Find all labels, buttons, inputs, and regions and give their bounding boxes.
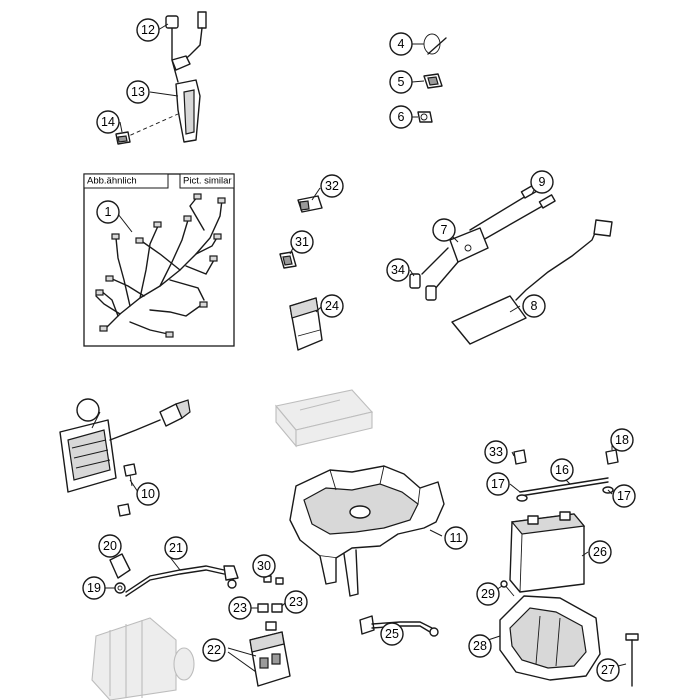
part-5-clip	[423, 73, 443, 89]
callout-30: 30	[252, 554, 276, 578]
part-26-battery	[509, 511, 586, 593]
part-20-cap	[109, 553, 131, 579]
callout-31-label: 31	[295, 235, 309, 249]
callout-16-label: 16	[555, 463, 569, 477]
harness-frame: Abb.ähnlich Pict. similar	[83, 173, 235, 347]
callout-34: 34	[386, 258, 410, 282]
callout-7: 7	[432, 218, 456, 242]
callout-16: 16	[550, 458, 574, 482]
callout-14: 14	[96, 110, 120, 134]
part-10-screws	[117, 463, 137, 517]
callout-18: 18	[610, 428, 634, 452]
callout-8-label: 8	[531, 299, 538, 313]
part-24-relay	[289, 297, 323, 351]
callout-27: 27	[596, 658, 620, 682]
part-7-fuse-holder	[409, 227, 489, 301]
callout-21: 21	[164, 536, 188, 560]
callout-23-left: 23	[228, 596, 252, 620]
callout-29-label: 29	[481, 587, 495, 601]
callout-20-label: 20	[103, 539, 117, 553]
callout-20: 20	[98, 534, 122, 558]
callout-24-label: 24	[325, 299, 339, 313]
callout-1-label: 1	[105, 205, 112, 219]
part-23-fuses	[257, 603, 283, 631]
callout-28: 28	[468, 634, 492, 658]
callout-8: 8	[522, 294, 546, 318]
part-11-battery-tray	[289, 465, 445, 597]
callout-4: 4	[389, 32, 413, 56]
callout-6: 6	[389, 105, 413, 129]
callout-11: 11	[444, 526, 468, 550]
callout-32-label: 32	[325, 179, 339, 193]
callout-17-right: 17	[612, 484, 636, 508]
part-21-starter-cable	[125, 565, 239, 597]
callout-25: 25	[380, 622, 404, 646]
callout-22: 22	[202, 638, 226, 662]
part-27-terminal	[625, 633, 639, 687]
part-8-battery-lead	[451, 219, 613, 345]
callout-17-left: 17	[486, 472, 510, 496]
callout-13: 13	[126, 80, 150, 104]
callout-23-right-label: 23	[289, 595, 303, 609]
part-32-connector	[297, 195, 323, 213]
part-19-nut	[114, 582, 126, 594]
callout-4-label: 4	[398, 37, 405, 51]
callout-26: 26	[588, 540, 612, 564]
part-18-nut	[605, 449, 619, 465]
callout-27-label: 27	[601, 663, 615, 677]
callout-30-label: 30	[257, 559, 271, 573]
callout-21-label: 21	[169, 541, 183, 555]
callout-7-label: 7	[441, 223, 448, 237]
ecu-reference-ghost	[274, 389, 374, 448]
part-1-wiring-harness	[95, 193, 226, 338]
callout-10: 10	[136, 482, 160, 506]
callout-12-label: 12	[141, 23, 155, 37]
callout-23-right: 23	[284, 590, 308, 614]
callout-11-label: 11	[450, 531, 463, 545]
callout-1: 1	[96, 200, 120, 224]
frame-label-right: Pict. similar	[183, 176, 232, 187]
part-29-screw	[500, 580, 515, 597]
frame-label-left: Abb.ähnlich	[87, 176, 137, 187]
part-16-rod	[516, 477, 614, 502]
callout-17-right-label: 17	[617, 489, 631, 503]
part-28-battery-cover	[499, 595, 601, 681]
part-6-clip	[417, 111, 433, 123]
callout-23-left-label: 23	[233, 601, 247, 615]
part-33-nut	[513, 449, 527, 465]
part-22-starter-relay	[249, 631, 291, 687]
callout-5-label: 5	[398, 75, 405, 89]
callout-26-label: 26	[593, 545, 607, 559]
callout-32: 32	[320, 174, 344, 198]
callout-33-label: 33	[489, 445, 503, 459]
callout-6-label: 6	[398, 110, 405, 124]
starter-motor-reference	[91, 617, 195, 700]
callout-28-label: 28	[473, 639, 487, 653]
callout-24: 24	[320, 294, 344, 318]
callout-31: 31	[290, 230, 314, 254]
callout-19: 19	[82, 576, 106, 600]
part-4-cable-tie	[423, 33, 447, 55]
callout-25-label: 25	[385, 627, 399, 641]
callout-12: 12	[136, 18, 160, 42]
callout-5: 5	[389, 70, 413, 94]
callout-9: 9	[530, 170, 554, 194]
part-31-connector	[279, 251, 297, 269]
callout-13-label: 13	[131, 85, 145, 99]
callout-29: 29	[476, 582, 500, 606]
callout-19-label: 19	[87, 581, 101, 595]
part-12-13-14-switch-assembly	[115, 11, 207, 145]
callout-3	[76, 398, 100, 422]
callout-33: 33	[484, 440, 508, 464]
callout-10-label: 10	[141, 487, 155, 501]
callout-9-label: 9	[539, 175, 546, 189]
callout-18-label: 18	[615, 433, 629, 447]
callout-22-label: 22	[207, 643, 221, 657]
callout-34-label: 34	[391, 263, 405, 277]
part-3-voltage-regulator	[59, 399, 191, 493]
callout-17-left-label: 17	[491, 477, 505, 491]
callout-14-label: 14	[101, 115, 115, 129]
